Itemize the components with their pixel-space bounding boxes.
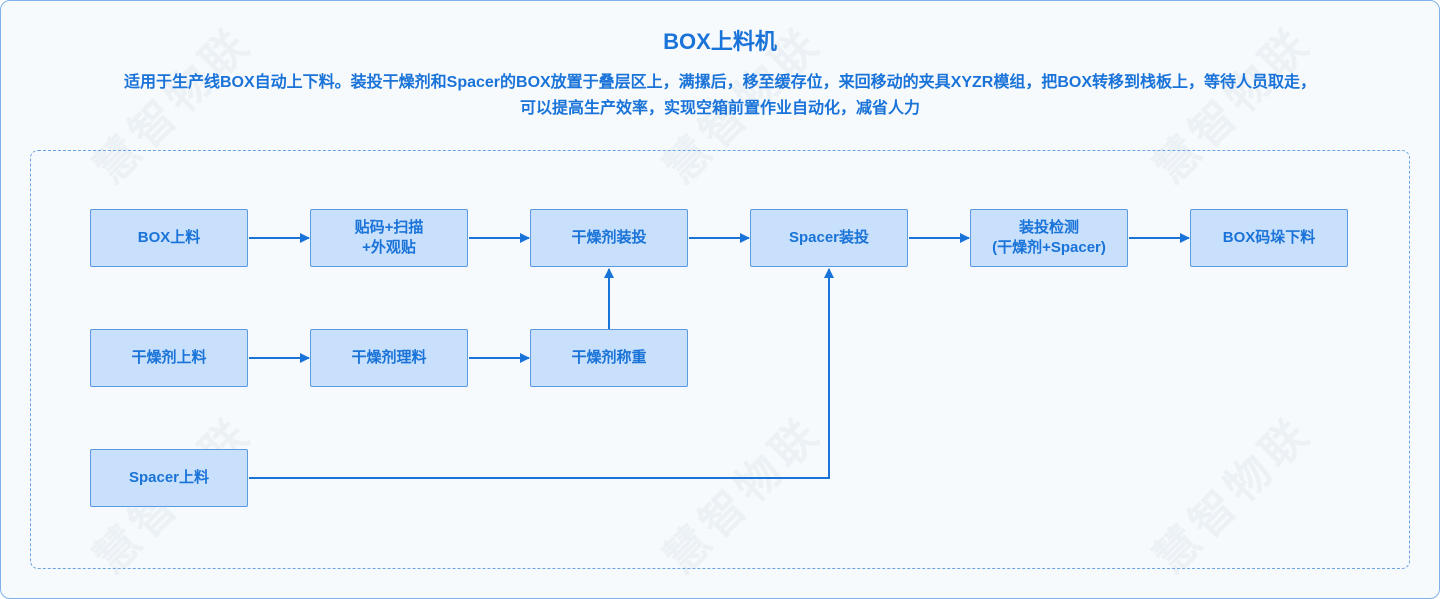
node-desiccant-sort: 干燥剂理料	[310, 329, 468, 387]
node-desiccant-weigh: 干燥剂称重	[530, 329, 688, 387]
node-pack-inspect: 装投检测 (干燥剂+Spacer)	[970, 209, 1128, 267]
node-label-scan: 贴码+扫描 +外观贴	[310, 209, 468, 267]
arrow-spacer-load-to-spacer-pack	[249, 268, 834, 479]
node-box-stack-unload: BOX码垛下料	[1190, 209, 1348, 267]
node-spacer-load: Spacer上料	[90, 449, 248, 507]
flow-area	[30, 150, 1410, 569]
node-spacer-pack: Spacer装投	[750, 209, 908, 267]
node-desiccant-pack: 干燥剂装投	[530, 209, 688, 267]
description-line-1: 适用于生产线BOX自动上下料。装投干燥剂和Spacer的BOX放置于叠层区上，满…	[123, 74, 1317, 91]
node-desiccant-load: 干燥剂上料	[90, 329, 248, 387]
page-title: BOX上料机	[663, 29, 777, 54]
node-box-load: BOX上料	[90, 209, 248, 267]
description: 适用于生产线BOX自动上下料。装投干燥剂和Spacer的BOX放置于叠层区上，满…	[40, 70, 1400, 122]
description-line-2: 可以提高生产效率，实现空箱前置作业自动化，减省人力	[519, 100, 920, 117]
